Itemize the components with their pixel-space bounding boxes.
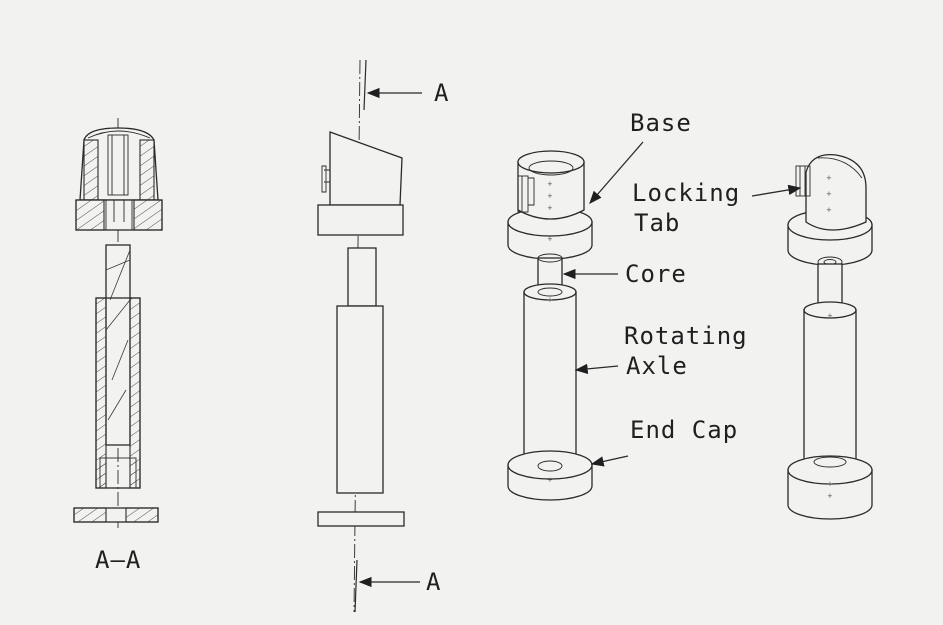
callout-locking-tab-line2: Tab — [634, 209, 680, 237]
svg-text:+: + — [547, 192, 553, 200]
callout-core: Core — [625, 260, 687, 288]
section-rotating-axle — [95, 297, 141, 489]
svg-text:+: + — [547, 204, 553, 212]
isometric-labeled-view: + + + + + + Base Core Rot — [507, 109, 748, 501]
iso-rotating-axle: + — [523, 283, 577, 464]
svg-text:+: + — [826, 190, 832, 198]
locking-tab-leader — [751, 184, 802, 197]
base-leader — [589, 141, 644, 204]
svg-text:+: + — [547, 296, 553, 304]
callout-locking-tab-line1: Locking — [632, 179, 740, 207]
section-core — [105, 244, 131, 446]
section-base-cap — [75, 127, 163, 231]
front-base — [317, 131, 404, 236]
iso-right-core — [817, 263, 843, 305]
svg-text:+: + — [547, 476, 553, 484]
cut-marker-top: A — [434, 79, 449, 107]
callout-end-cap: End Cap — [630, 416, 738, 444]
callout-rotating-axle-line2: Axle — [626, 352, 688, 380]
svg-text:+: + — [827, 480, 833, 488]
svg-text:+: + — [547, 180, 553, 188]
iso-base: + + + + — [507, 150, 593, 260]
svg-text:+: + — [827, 312, 833, 320]
iso-right-end-cap: + + — [787, 455, 873, 520]
isometric-right-view: + + + + + + Locking Tab — [632, 153, 873, 520]
iso-right-base: + + + — [787, 153, 873, 268]
section-view-a-a: A–A — [73, 118, 163, 574]
callout-base: Base — [630, 109, 692, 137]
front-view: A A — [317, 59, 449, 613]
section-view-label: A–A — [95, 546, 141, 574]
svg-text:+: + — [547, 235, 553, 243]
end-cap-leader — [590, 455, 629, 467]
front-core — [347, 247, 377, 307]
iso-end-cap: + — [507, 450, 593, 501]
svg-text:+: + — [826, 206, 832, 214]
front-rotating-axle — [336, 305, 384, 494]
svg-text:+: + — [827, 492, 833, 500]
axle-leader — [574, 363, 619, 375]
section-end-cap — [73, 507, 159, 523]
iso-right-axle: + — [803, 301, 857, 469]
svg-text:+: + — [826, 174, 832, 182]
callout-rotating-axle-line1: Rotating — [624, 322, 748, 350]
front-end-cap — [317, 511, 405, 527]
cut-marker-bottom: A — [426, 568, 441, 596]
